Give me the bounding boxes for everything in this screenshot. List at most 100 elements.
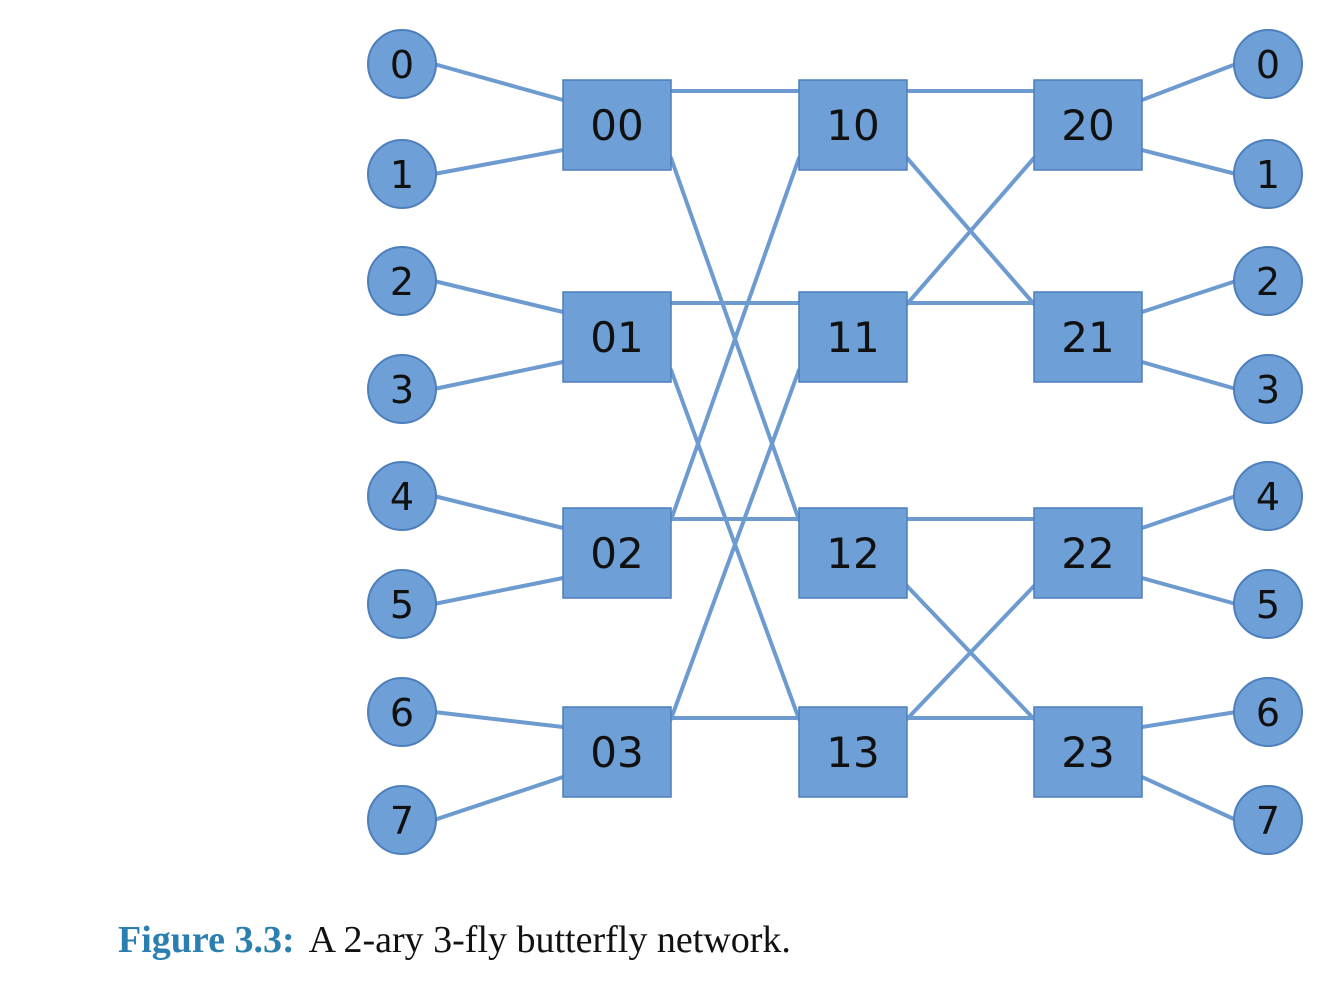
switch-box [562, 507, 672, 599]
cross-link [669, 368, 801, 721]
switch-box [562, 79, 672, 171]
input-link [432, 360, 565, 391]
terminal-circle [367, 785, 437, 855]
switch-box [798, 706, 908, 798]
output-link [1140, 775, 1238, 822]
terminal-label: 0 [1256, 43, 1280, 87]
switch-node-23: 23 [1033, 706, 1143, 798]
terminal-label: 4 [390, 475, 414, 519]
terminal-circle [1233, 677, 1303, 747]
switch-label: 13 [826, 728, 879, 777]
switch-box [1033, 79, 1143, 171]
switch-node-10: 10 [798, 79, 908, 171]
switch-node-01: 01 [562, 291, 672, 383]
terminal-label: 3 [1256, 368, 1280, 412]
terminal-circle [367, 569, 437, 639]
switch-label: 21 [1061, 313, 1114, 362]
input-terminal-5: 5 [367, 569, 437, 639]
switch-box [562, 291, 672, 383]
terminal-circle [1233, 354, 1303, 424]
input-terminal-0: 0 [367, 29, 437, 99]
input-link [432, 494, 565, 530]
switch-label: 02 [590, 529, 643, 578]
terminal-label: 3 [390, 368, 414, 412]
terminal-label: 7 [390, 799, 414, 843]
switch-label: 00 [590, 101, 643, 150]
terminal-circle [1233, 569, 1303, 639]
terminal-label: 7 [1256, 799, 1280, 843]
input-terminal-6: 6 [367, 677, 437, 747]
output-link [1140, 710, 1238, 729]
switch-node-22: 22 [1033, 507, 1143, 599]
cross-link [905, 584, 1036, 721]
switch-box [798, 291, 908, 383]
input-terminal-4: 4 [367, 461, 437, 531]
terminal-label: 6 [1256, 691, 1280, 735]
switch-node-02: 02 [562, 507, 672, 599]
input-terminal-1: 1 [367, 139, 437, 209]
output-link [1140, 62, 1238, 102]
terminal-label: 0 [390, 43, 414, 87]
input-link [432, 775, 565, 822]
cross-link [669, 156, 801, 522]
input-terminal-2: 2 [367, 246, 437, 316]
switch-box [562, 706, 672, 798]
switch-node-03: 03 [562, 706, 672, 798]
output-link [1140, 148, 1238, 176]
switch-label: 22 [1061, 529, 1114, 578]
switch-node-00: 00 [562, 79, 672, 171]
input-terminal-3: 3 [367, 354, 437, 424]
input-link [432, 279, 565, 314]
terminal-circle [367, 461, 437, 531]
output-terminal-1: 1 [1233, 139, 1303, 209]
input-terminal-7: 7 [367, 785, 437, 855]
input-link [432, 710, 565, 729]
output-terminal-0: 0 [1233, 29, 1303, 99]
terminal-circle [1233, 246, 1303, 316]
terminal-circle [1233, 785, 1303, 855]
terminal-circle [367, 354, 437, 424]
output-terminal-4: 4 [1233, 461, 1303, 531]
output-terminal-2: 2 [1233, 246, 1303, 316]
switch-label: 20 [1061, 101, 1114, 150]
terminal-circle [1233, 461, 1303, 531]
terminal-label: 5 [390, 583, 414, 627]
terminal-circle [1233, 29, 1303, 99]
switch-node-11: 11 [798, 291, 908, 383]
switch-label: 11 [826, 313, 879, 362]
caption-text: A 2-ary 3-fly butterfly network. [308, 919, 791, 961]
input-link [432, 148, 565, 176]
switch-box [1033, 291, 1143, 383]
terminal-label: 5 [1256, 583, 1280, 627]
switch-box [1033, 507, 1143, 599]
switch-box [798, 507, 908, 599]
terminal-circle [367, 677, 437, 747]
switch-box [798, 79, 908, 171]
switch-node-12: 12 [798, 507, 908, 599]
terminal-label: 1 [390, 153, 414, 197]
terminal-label: 2 [1256, 260, 1280, 304]
output-terminal-7: 7 [1233, 785, 1303, 855]
caption-label: Figure 3.3: [118, 919, 295, 961]
switch-label: 03 [590, 728, 643, 777]
terminal-label: 1 [1256, 153, 1280, 197]
output-terminal-3: 3 [1233, 354, 1303, 424]
output-link [1140, 360, 1238, 391]
terminal-label: 2 [390, 260, 414, 304]
terminal-label: 4 [1256, 475, 1280, 519]
switch-node-21: 21 [1033, 291, 1143, 383]
network-links [432, 62, 1238, 822]
terminal-label: 6 [390, 691, 414, 735]
switch-label: 23 [1061, 728, 1114, 777]
output-terminal-5: 5 [1233, 569, 1303, 639]
switch-label: 01 [590, 313, 643, 362]
terminal-circle [367, 29, 437, 99]
terminal-circle [367, 139, 437, 209]
input-link [432, 576, 565, 606]
figure-caption: Figure 3.3: A 2-ary 3-fly butterfly netwo… [118, 918, 791, 962]
output-link [1140, 494, 1238, 530]
switch-node-20: 20 [1033, 79, 1143, 171]
output-terminal-6: 6 [1233, 677, 1303, 747]
switch-box [1033, 706, 1143, 798]
